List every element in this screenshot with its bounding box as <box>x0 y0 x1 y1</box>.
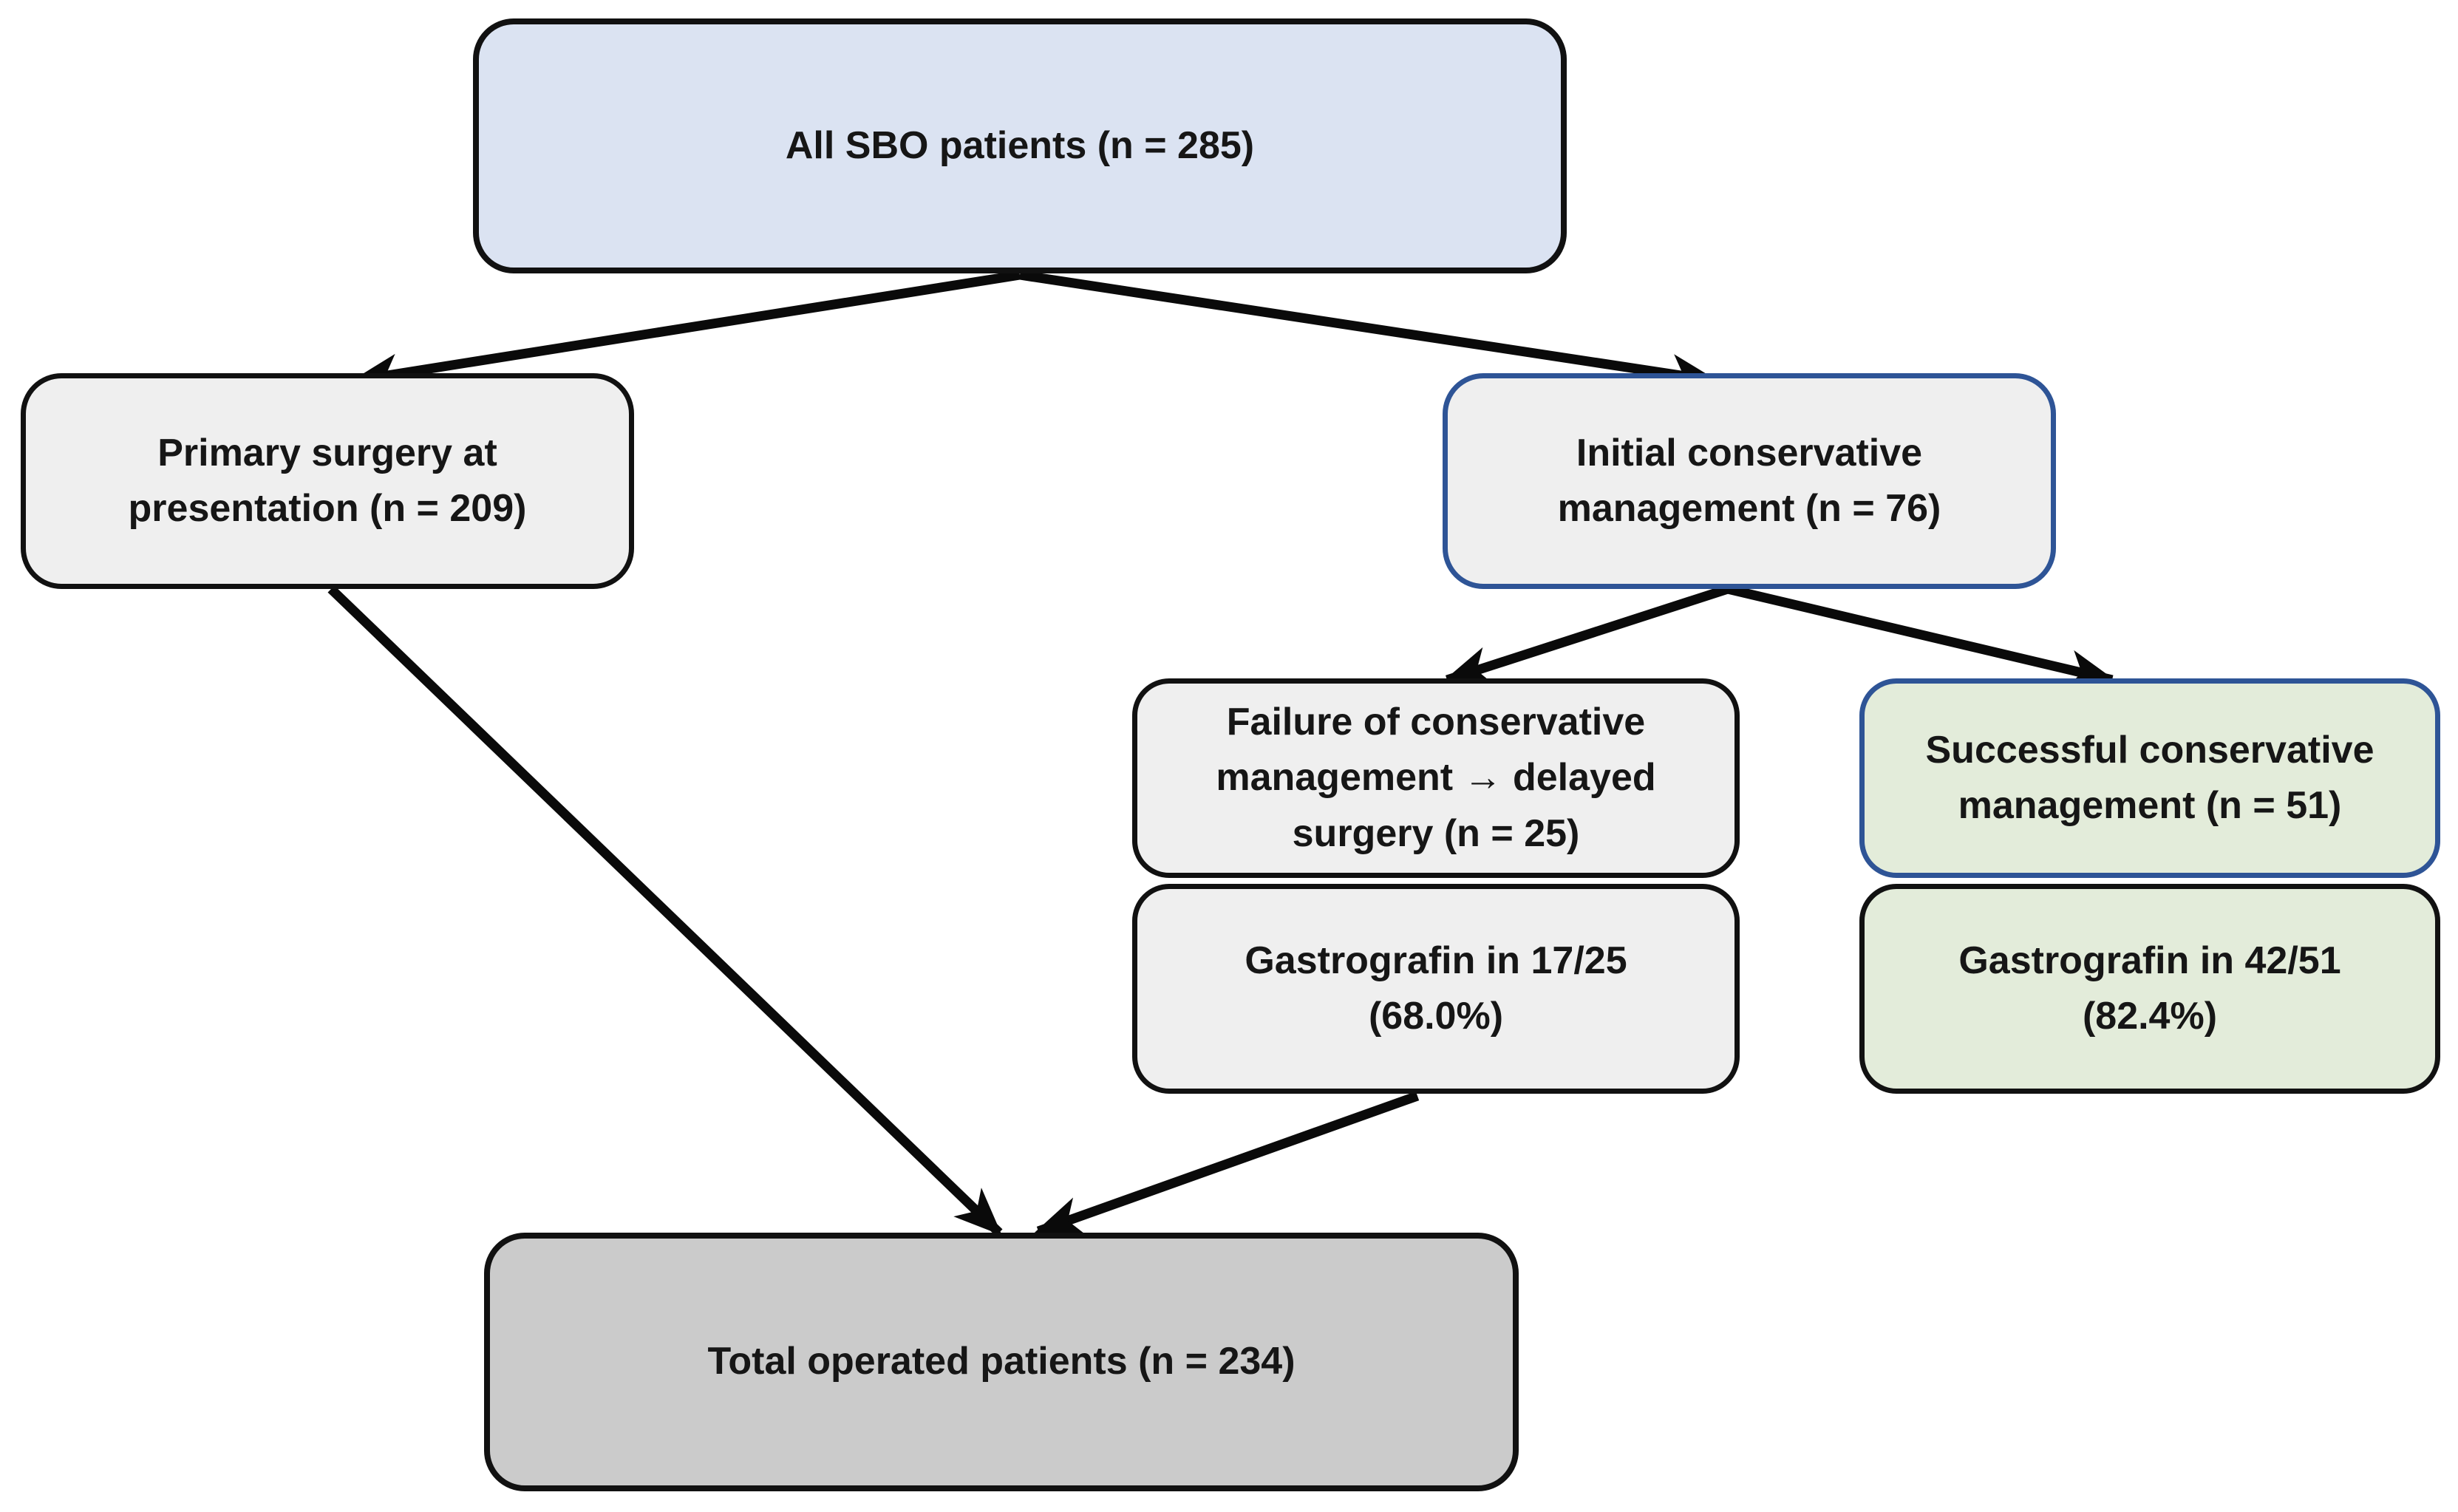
node-label-line: Total operated patients (n = 234) <box>707 1340 1296 1383</box>
arrow-primary-to-total <box>327 585 1003 1236</box>
arrow-allsbo-to-primary <box>350 270 1021 394</box>
node-label-line: presentation (n = 209) <box>128 487 527 530</box>
node-label-line: management (n = 76) <box>1557 487 1941 530</box>
node-failure-conservative-management: Failure of conservative management → del… <box>1132 678 1740 878</box>
arrow-initial-to-failure <box>1443 584 1730 686</box>
node-label-line: management → delayed <box>1216 756 1656 800</box>
node-label-line: Initial conservative <box>1576 431 1923 474</box>
node-gastrografin-42-51: Gastrografin in 42/51 (82.4%) <box>1859 884 2440 1094</box>
node-label-line: surgery (n = 25) <box>1292 811 1580 855</box>
node-primary-surgery: Primary surgery at presentation (n = 209… <box>21 373 634 589</box>
node-all-sbo-patients: All SBO patients (n = 285) <box>473 18 1567 273</box>
node-label-line: (68.0%) <box>1368 995 1504 1038</box>
node-label-line: Primary surgery at <box>157 431 497 474</box>
node-initial-conservative-management: Initial conservative management (n = 76) <box>1443 373 2056 589</box>
node-gastrografin-17-25: Gastrografin in 17/25 (68.0%) <box>1132 884 1740 1094</box>
node-label-line: Failure of conservative <box>1226 700 1646 743</box>
node-label-line: (82.4%) <box>2082 995 2218 1038</box>
node-label-line: All SBO patients (n = 285) <box>785 123 1255 167</box>
arrow-gastro17-to-total <box>1034 1091 1420 1236</box>
node-label-line: Gastrografin in 17/25 <box>1245 939 1627 982</box>
node-label-line: management (n = 51) <box>1958 784 2342 827</box>
node-label-line: Successful conservative <box>1925 728 2374 772</box>
arrow-initial-to-success <box>1726 584 2117 689</box>
node-label-line: Gastrografin in 42/51 <box>1958 939 2341 982</box>
node-successful-conservative-management: Successful conservative management (n = … <box>1859 678 2440 878</box>
arrow-allsbo-to-initial <box>1019 270 1719 394</box>
node-total-operated-patients: Total operated patients (n = 234) <box>484 1233 1519 1491</box>
